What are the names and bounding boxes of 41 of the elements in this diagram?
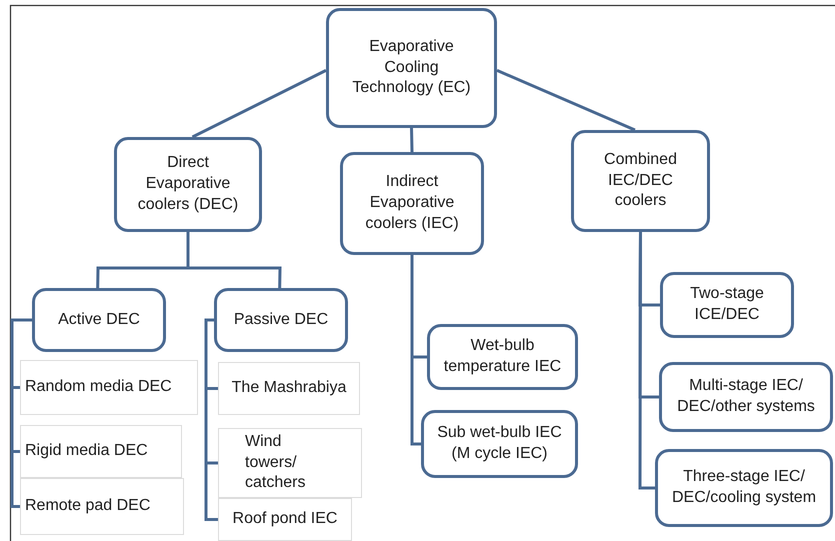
item-box	[20, 425, 182, 478]
item-box	[218, 428, 362, 498]
category-box	[571, 130, 710, 232]
node-label: Multi-stage IEC/ DEC/other systems	[676, 376, 816, 417]
connector-line	[186, 232, 282, 288]
item-box	[218, 362, 360, 415]
connector-line	[10, 318, 32, 508]
node-label: Indirect Evaporative coolers (IEC)	[364, 172, 460, 234]
connector-line	[192, 69, 327, 138]
node-label: Remote pad DEC	[24, 496, 152, 516]
item-box	[218, 498, 352, 541]
node-label: Passive DEC	[232, 310, 330, 330]
node-label: Random media DEC	[24, 377, 173, 398]
category-box	[114, 137, 262, 232]
item-box	[20, 478, 184, 535]
category-box	[214, 288, 348, 352]
category-box	[32, 288, 166, 352]
node-label: Combined IEC/DEC coolers	[603, 150, 678, 212]
category-box	[659, 362, 833, 432]
node-label: Evaporative Cooling Technology (EC)	[351, 36, 472, 98]
node-label: Direct Evaporative coolers (DEC)	[136, 153, 240, 215]
item-box	[20, 360, 198, 415]
node-label: The Mashrabiya	[230, 378, 348, 398]
node-label: Sub wet-bulb IEC (M cycle IEC)	[436, 423, 563, 464]
category-box	[326, 8, 497, 128]
node-label: Three-stage IEC/ DEC/cooling system	[670, 467, 818, 508]
node-label: Active DEC	[57, 310, 141, 330]
connector-line	[496, 69, 636, 132]
node-label: Two-stage ICE/DEC	[689, 284, 765, 325]
category-box	[655, 449, 833, 527]
connector-line	[410, 255, 421, 446]
category-box	[421, 410, 578, 478]
node-label: Wind towers/ catchers	[244, 432, 306, 494]
category-box	[427, 324, 578, 390]
node-label: Rigid media DEC	[24, 441, 149, 462]
node-label: Roof pond IEC	[232, 509, 338, 530]
connector-line	[638, 232, 655, 490]
category-box	[660, 272, 794, 338]
connector-line	[410, 128, 414, 152]
node-label: Wet-bulb temperature IEC	[442, 336, 562, 377]
category-box	[340, 152, 484, 255]
